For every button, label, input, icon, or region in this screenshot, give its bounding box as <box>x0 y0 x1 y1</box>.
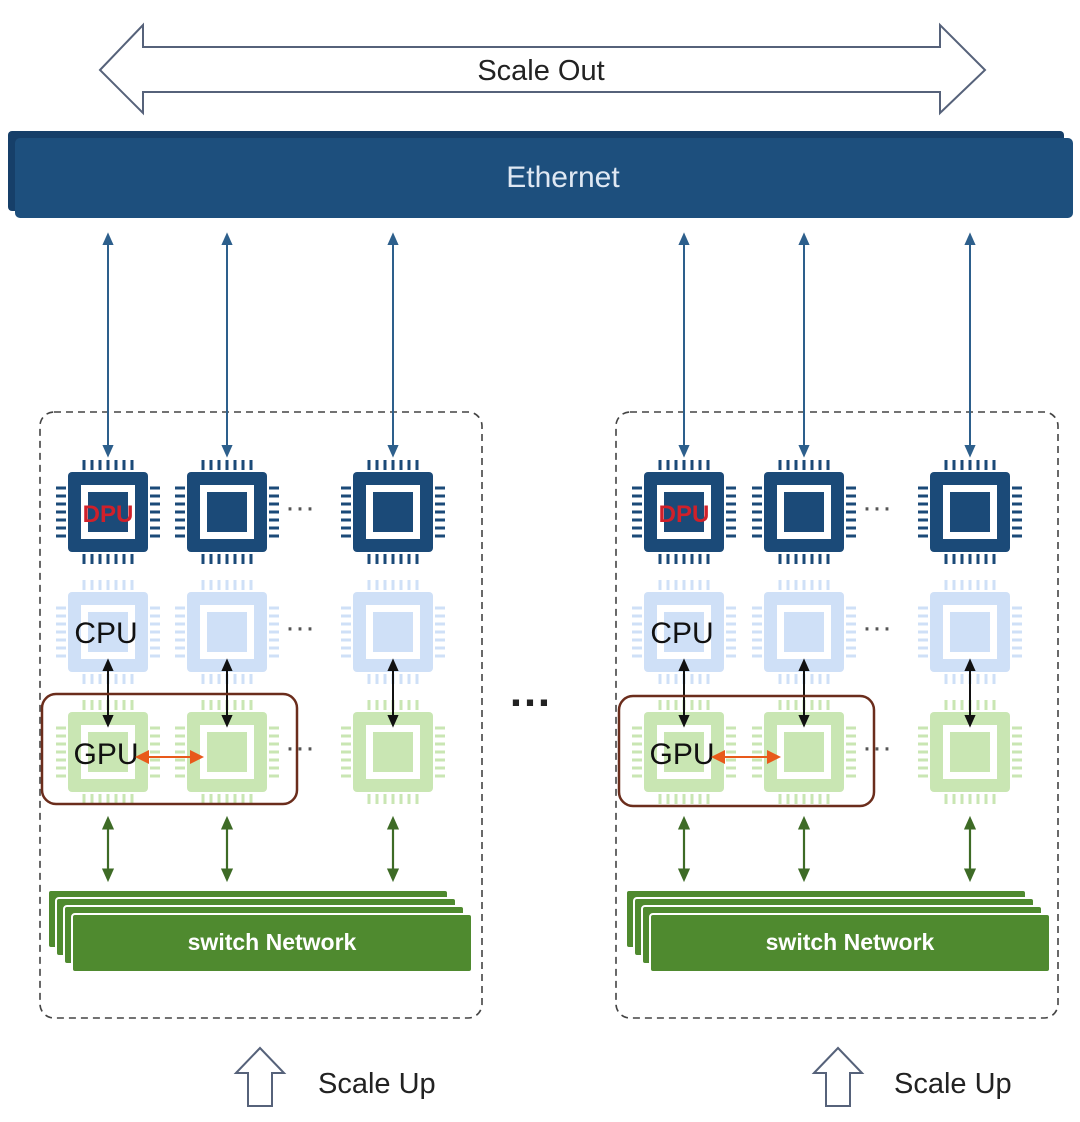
cpu-row-ellipsis: ··· <box>285 611 315 644</box>
dpu-chip-icon <box>175 460 279 564</box>
dpu-label: DPU <box>659 501 710 528</box>
cpu-chip-icon <box>56 580 160 684</box>
gpu-group-outline <box>617 694 876 808</box>
ethernet-bar: Ethernet <box>8 131 1073 218</box>
scale-up-arrow-icon <box>811 1046 865 1107</box>
more-clusters-ellipsis: … <box>508 667 552 716</box>
scale-out-arrow: Scale Out <box>98 22 987 116</box>
cpu-chip-icon <box>752 580 856 684</box>
gpu-row-ellipsis: ··· <box>862 731 892 764</box>
switch-network-stack <box>47 889 473 973</box>
gpu-chip-icon <box>632 700 736 804</box>
gpu-group-outline <box>40 692 299 806</box>
gpu-chip-icon <box>918 700 1022 804</box>
cpu-chip-icon <box>632 580 736 684</box>
dpu-chip-icon <box>341 460 445 564</box>
ethernet-label: Ethernet <box>506 161 620 194</box>
gpu-chip-icon <box>341 700 445 804</box>
cpu-label: CPU <box>74 617 137 650</box>
scale-up-label: Scale Up <box>318 1068 436 1100</box>
switch-network-label: switch Network <box>188 929 357 955</box>
dpu-chip-icon <box>918 460 1022 564</box>
gpu-chip-icon <box>752 700 856 804</box>
scale-up-label: Scale Up <box>894 1068 1012 1100</box>
dpu-label: DPU <box>83 501 134 528</box>
cpu-chip-icon <box>341 580 445 684</box>
cluster-boundary <box>39 411 483 1019</box>
scale-up-arrow-icon <box>233 1046 287 1107</box>
cpu-chip-icon <box>918 580 1022 684</box>
gpu-label: GPU <box>73 738 138 771</box>
dpu-row-ellipsis: ··· <box>862 491 892 524</box>
dpu-row-ellipsis: ··· <box>285 491 315 524</box>
gpu-row-ellipsis: ··· <box>285 731 315 764</box>
cpu-chip-icon <box>175 580 279 684</box>
switch-network-card <box>71 913 473 973</box>
gpu-chip-icon <box>175 700 279 804</box>
switch-network-stack <box>625 889 1051 973</box>
dpu-chip-icon <box>632 460 736 564</box>
cpu-row-ellipsis: ··· <box>862 611 892 644</box>
dpu-chip-icon <box>56 460 160 564</box>
cpu-label: CPU <box>650 617 713 650</box>
gpu-label: GPU <box>649 738 714 771</box>
switch-network-label: switch Network <box>766 929 935 955</box>
dpu-chip-icon <box>752 460 856 564</box>
switch-network-card <box>649 913 1051 973</box>
cluster-boundary <box>615 411 1059 1019</box>
scale-out-label: Scale Out <box>477 55 604 87</box>
